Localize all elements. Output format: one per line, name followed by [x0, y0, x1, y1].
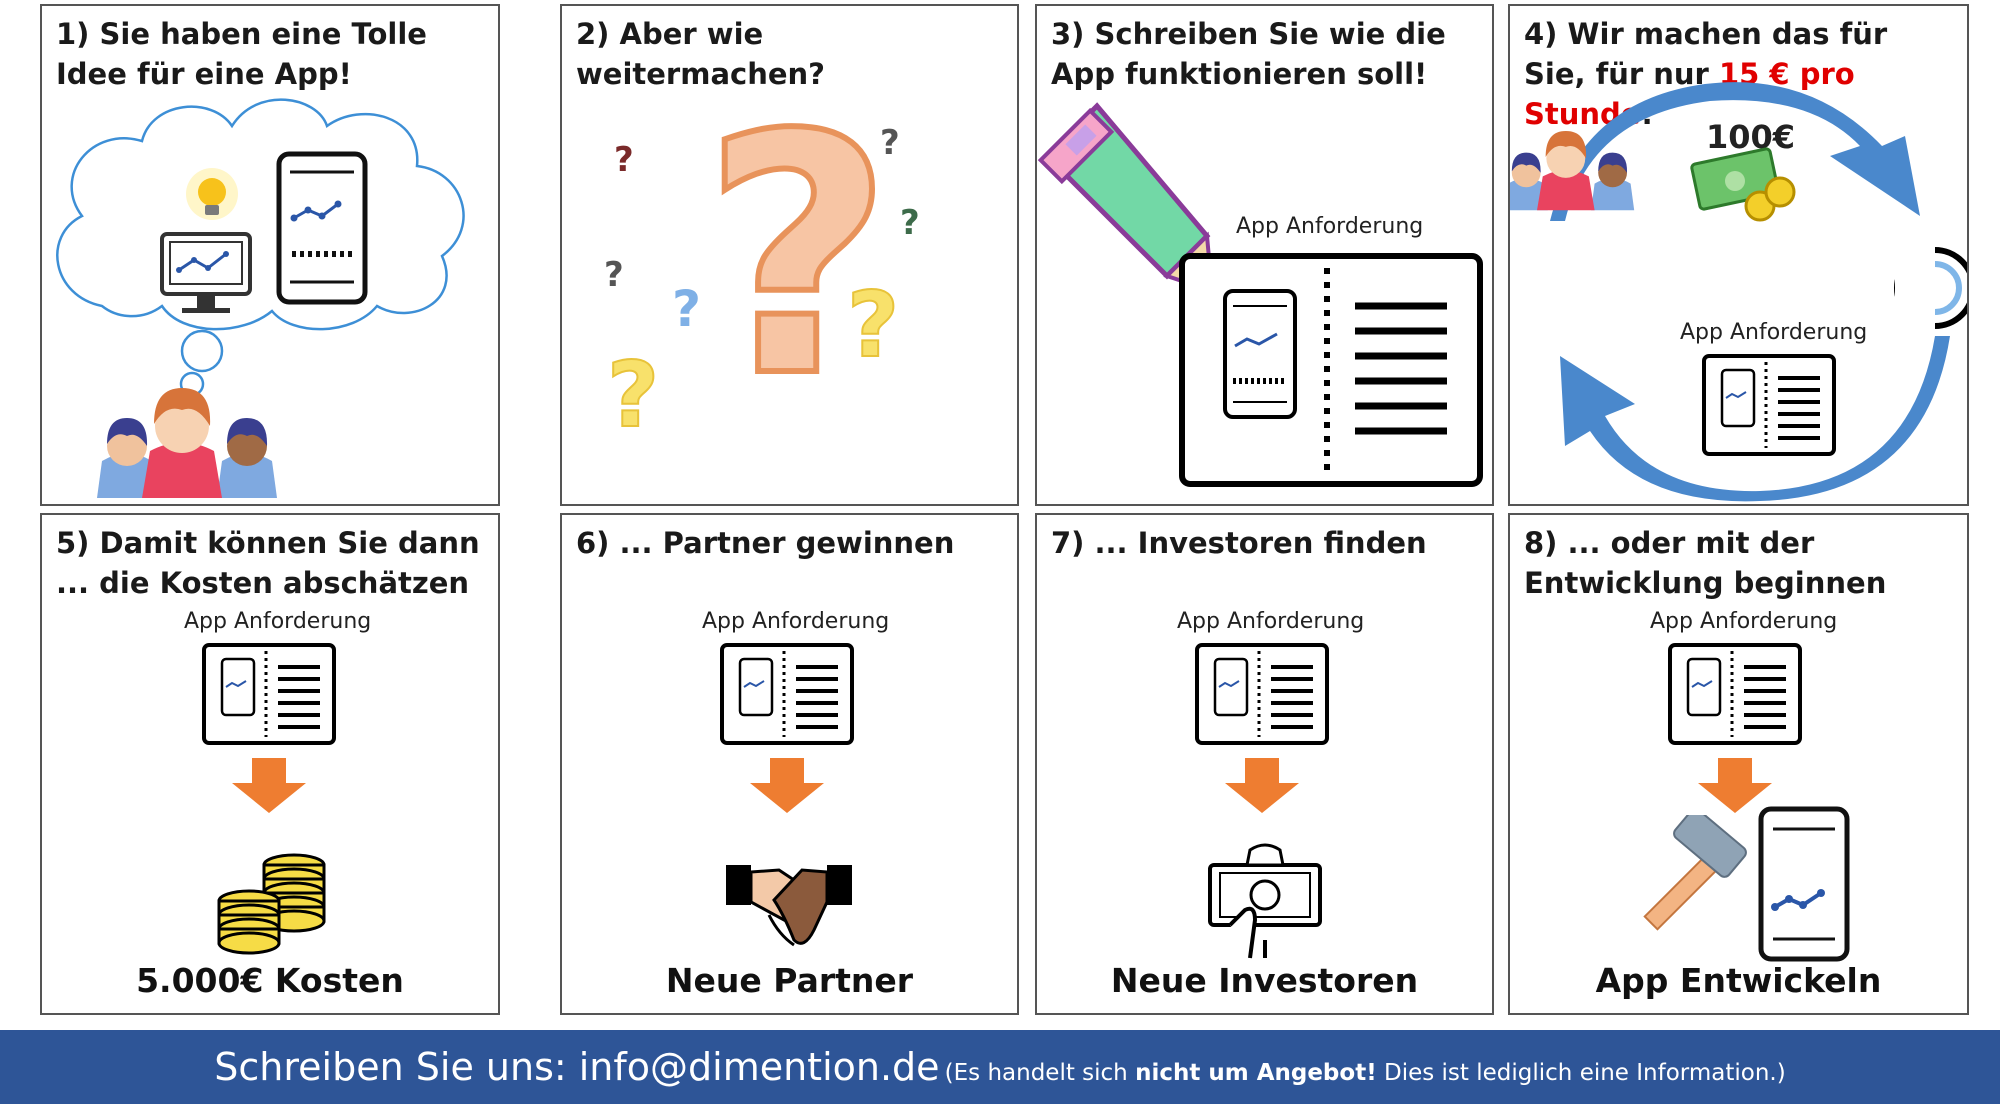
doc-label: App Anforderung [1177, 609, 1365, 634]
contact-text: Schreiben Sie uns: info@dimention.de [214, 1045, 940, 1089]
doc-arrow-illustration [202, 643, 336, 813]
doc-label: App Anforderung [184, 609, 372, 634]
caption: 5.000€ Kosten [136, 961, 404, 1000]
coin-icon [1894, 246, 1967, 330]
svg-text:?: ? [614, 140, 634, 180]
smartphone-icon [1758, 806, 1850, 962]
panel-develop: 8) ... oder mit der Entwicklung beginnen… [1508, 513, 1969, 1015]
arrow-down-icon [750, 758, 824, 813]
thought-cloud-icon [56, 98, 465, 397]
panel-partners: 6) ... Partner gewinnen App Anforderung … [560, 513, 1019, 1015]
cash-hand-icon [1208, 843, 1322, 959]
panel-question: 2) Aber wie weitermachen? ? ? ? ? ? ? ? … [560, 4, 1019, 506]
caption: App Entwickeln [1595, 961, 1882, 1000]
question-illustration: ? ? ? ? ? ? ? ? [604, 62, 920, 452]
handshake-icon [726, 865, 852, 947]
doc-label: App Anforderung [702, 609, 890, 634]
doc-arrow-illustration [720, 643, 854, 813]
document-icon [720, 643, 854, 745]
panel-title: 5) Damit können Sie dann ... die Kosten … [56, 526, 480, 600]
panel-write: 3) Schreiben Sie wie die App funktionier… [1035, 4, 1494, 506]
svg-text:?: ? [880, 123, 900, 163]
monitor-icon [160, 232, 252, 313]
panel-title: 1) Sie haben eine Tolle Idee für eine Ap… [56, 17, 427, 91]
svg-text:?: ? [900, 203, 920, 243]
document-icon [202, 643, 336, 745]
document-icon [1702, 354, 1836, 456]
arrow-down-icon [1225, 758, 1299, 813]
document-icon [1668, 643, 1802, 745]
people-group-icon [97, 388, 277, 498]
panel-investors: 7) ... Investoren finden App Anforderung… [1035, 513, 1494, 1015]
panel-title: 8) ... oder mit der Entwicklung beginnen [1524, 526, 1887, 600]
svg-text:?: ? [604, 255, 624, 295]
disclaimer-open: (Es handelt sich [944, 1060, 1136, 1086]
disclaimer-close: Dies ist lediglich eine Information.) [1376, 1060, 1786, 1086]
money-icon [1690, 147, 1796, 222]
cycle-illustration [1510, 82, 1967, 502]
title-text: 4) Wir machen das für Sie, für nur [1524, 17, 1888, 91]
lightbulb-icon [186, 168, 238, 220]
panel-title: 7) ... Investoren finden [1051, 526, 1427, 560]
caption: Neue Partner [665, 961, 914, 1000]
people-group-icon [1510, 131, 1635, 211]
svg-text:?: ? [607, 343, 659, 448]
cycle-arrows-icon [1550, 82, 1950, 502]
svg-text:?: ? [672, 280, 701, 338]
svg-text:?: ? [702, 65, 893, 449]
panel-title: 6) ... Partner gewinnen [576, 526, 955, 560]
idea-illustration [56, 98, 465, 498]
doc-arrow-illustration [1195, 643, 1329, 813]
arrow-down-icon [1698, 758, 1772, 813]
doc-arrow-illustration [1668, 643, 1802, 813]
disclaimer-bold: nicht um Angebot! [1135, 1060, 1377, 1086]
caption: Neue Investoren [1110, 961, 1419, 1000]
disclaimer-text: (Es handelt sich nicht um Angebot! Dies … [945, 1060, 1786, 1086]
document-icon [1179, 253, 1483, 487]
panel-service: 4) Wir machen das für Sie, für nur 15 € … [1508, 4, 1969, 506]
document-icon [1195, 643, 1329, 745]
money-label: 100€ [1706, 118, 1796, 156]
smartphone-icon [276, 151, 368, 305]
panel-idea: 1) Sie haben eine Tolle Idee für eine Ap… [40, 4, 500, 506]
footer-banner: Schreiben Sie uns: info@dimention.de (Es… [0, 1030, 2000, 1104]
doc-label: App Anforderung [1650, 609, 1838, 634]
panel-costs: 5) Damit können Sie dann ... die Kosten … [40, 513, 500, 1015]
svg-text:?: ? [847, 273, 899, 378]
coins-stack-icon [217, 853, 326, 955]
panel-title: 3) Schreiben Sie wie die App funktionier… [1051, 17, 1446, 91]
arrow-down-icon [232, 758, 306, 813]
doc-label: App Anforderung [1236, 214, 1424, 239]
hammer-icon [1643, 815, 1747, 931]
write-illustration [1037, 102, 1483, 487]
panel-title: 4) Wir machen das für Sie, für nur 15 € … [1524, 14, 1957, 134]
question-mark-icon: ? ? ? ? ? ? ? ? [604, 62, 920, 452]
panel-title: 2) Aber wie weitermachen? [576, 17, 825, 91]
doc-label: App Anforderung [1680, 320, 1868, 345]
